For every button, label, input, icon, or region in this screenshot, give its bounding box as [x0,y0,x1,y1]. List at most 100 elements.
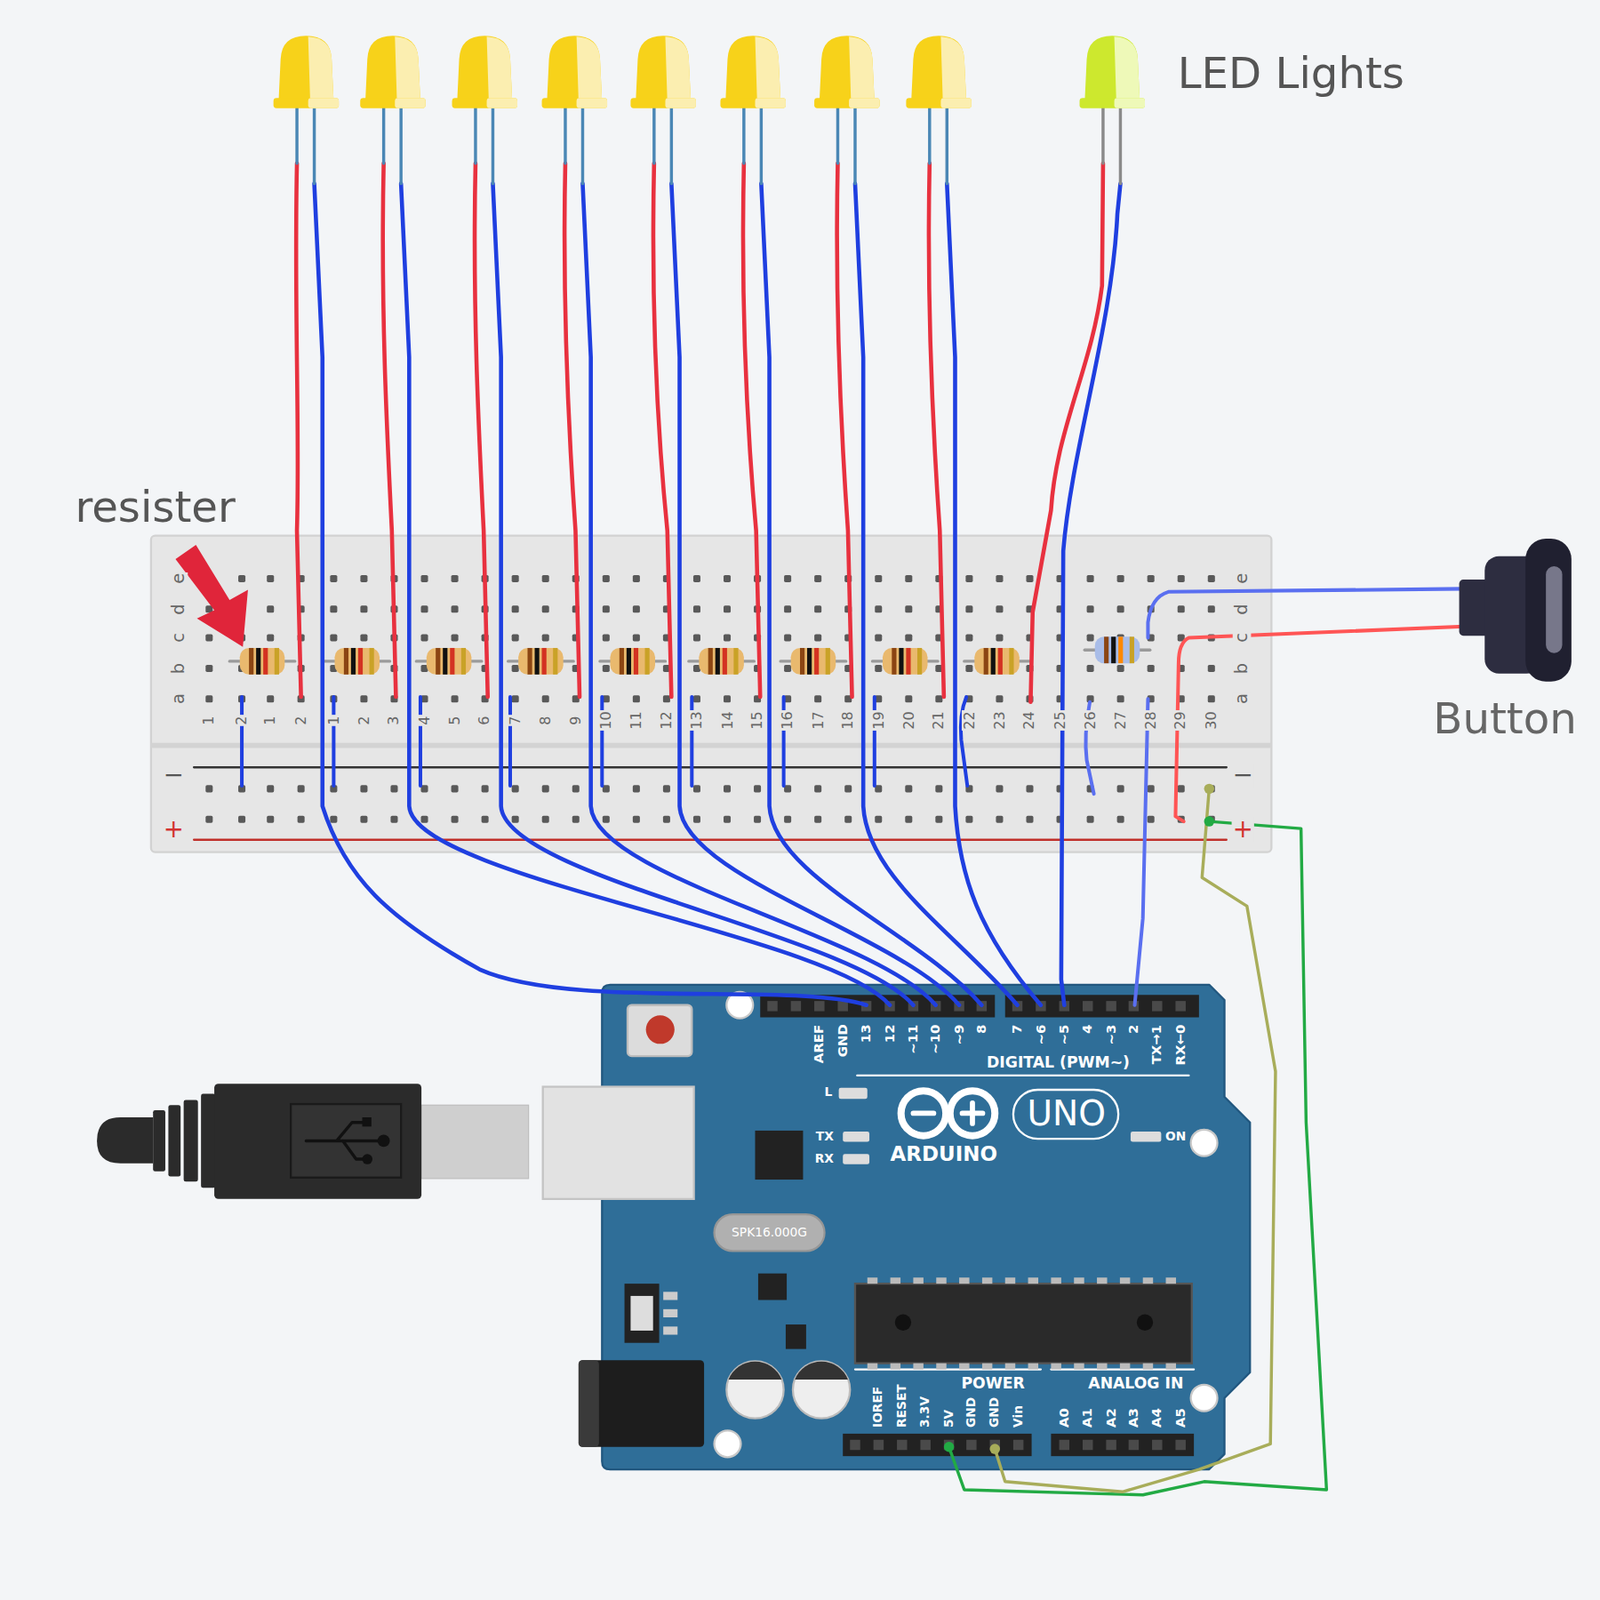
pin-label: A1 [1080,1407,1096,1429]
column-number: 16 [779,710,795,731]
led-wire [1030,163,1104,703]
led-highlight [848,36,875,102]
header-pin [896,1440,907,1450]
resistor-band [1129,636,1135,664]
breadboard-hole [360,695,368,703]
board-text: UNO [1025,1096,1107,1133]
resistor-band [1118,636,1123,664]
pin-label: ~3 [1104,1023,1119,1046]
reset-button-cap [646,1015,675,1044]
pin-label: GND [835,1023,850,1058]
breadboard-hole [512,575,520,583]
resistor-body [518,648,564,675]
resistor-band [633,648,639,675]
breadboard-hole [874,633,882,641]
breadboard-hole [451,575,459,583]
breadboard-hole [814,816,822,824]
led-highlight [664,36,691,102]
led-rim [940,97,971,108]
resistor-band [527,648,532,675]
breadboard-hole [205,784,213,792]
breadboard-hole [329,816,337,824]
logo-ring [901,1090,947,1136]
header-pin [837,1000,848,1011]
breadboard-hole [663,695,671,703]
chip-pin [1143,1277,1153,1284]
chip-pin [867,1363,878,1370]
breadboard-hole [512,816,520,824]
resistor-band [248,648,254,675]
usb-icon [305,1122,380,1160]
row-letter: a [1232,692,1251,705]
breadboard-hole [874,605,882,613]
breadboard-hole [693,784,701,792]
resistor-band [905,648,911,675]
led-leg [399,105,402,184]
resistor-band [535,648,540,675]
column-number: 1 [201,714,217,727]
led-body [911,35,967,103]
pin-label: 8 [974,1023,989,1035]
breadboard-hole [297,816,305,824]
led-highlight [576,36,603,102]
usb-metal [421,1104,529,1179]
breadboard-hole [632,633,640,641]
resistor-band [807,648,812,675]
breadboard-hole [663,784,671,792]
breadboard-hole [874,575,882,583]
breadboard-hole [784,575,792,583]
chip-pin [982,1363,992,1370]
breadboard-hole [904,633,912,641]
breadboard-hole [266,784,274,792]
pin-label: A3 [1126,1407,1141,1429]
led-rim [576,97,608,108]
resistor-band [542,648,547,675]
resistor-band [344,648,349,675]
usb-boot [96,1117,153,1164]
regulator [624,1283,660,1344]
breadboard-divider [151,743,1272,749]
part-label: Button [1432,696,1578,743]
resistor-body [240,648,286,675]
breadboard-hole [390,784,398,792]
breadboard-hole [904,784,912,792]
breadboard-hole [1147,816,1155,824]
breadboard-hole [1177,605,1185,613]
breadboard-hole [632,575,640,583]
chip-pin [1073,1277,1084,1284]
pin-label: 7 [1009,1023,1024,1035]
pin-label: A0 [1056,1407,1072,1429]
chip-pin [890,1363,901,1370]
header-pin [849,1440,860,1450]
breadboard-hole [266,605,274,613]
breadboard-hole [935,695,943,703]
usb-plug-face [290,1104,401,1178]
breadboard-hole [205,664,213,672]
pin-label: RX←0 [1173,1023,1188,1066]
chip-pin [1073,1363,1084,1370]
column-number: 7 [507,714,523,727]
led-rim [754,97,785,108]
breadboard-hole [266,633,274,641]
led-leg [945,105,949,184]
chip-pin [1028,1363,1039,1370]
breadboard-hole [723,695,731,703]
breadboard-hole [632,605,640,613]
led-leg [928,105,931,163]
chip-pin [890,1277,901,1284]
breadboard-hole [632,784,640,792]
jumper-wire [418,696,423,786]
pin-label: ~9 [952,1023,967,1046]
breadboard-hole [904,695,912,703]
title-label: LED Lights [1176,50,1407,96]
breadboard-hole [360,784,368,792]
breadboard-hole [1208,664,1216,672]
led-highlight [940,36,967,102]
breadboard-hole [1177,575,1185,583]
breadboard-hole [512,633,520,641]
column-number: 20 [901,710,917,731]
resistor-body [698,648,744,675]
chip-pin [982,1277,992,1284]
resistor-body [882,648,928,675]
column-number: 14 [719,710,735,731]
